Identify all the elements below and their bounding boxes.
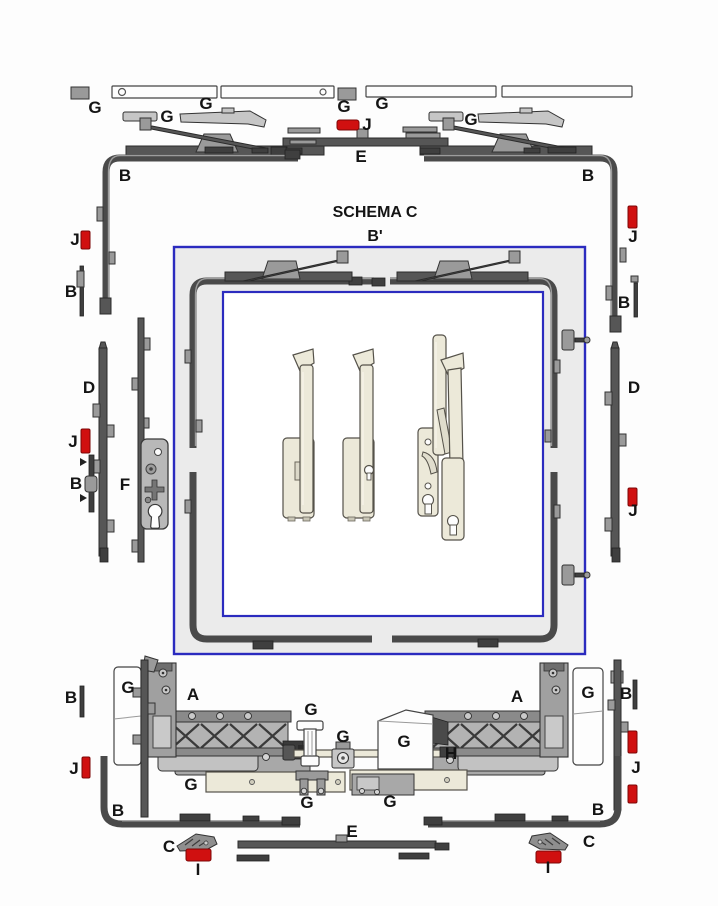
corner-bracket-left-C [176, 833, 218, 852]
part-label-h: H [444, 744, 458, 763]
top-small-parts-left [122, 107, 267, 128]
locking-pin-bottom [561, 564, 591, 586]
corner-piece-top-left [96, 146, 301, 315]
locking-pin-top [561, 329, 591, 351]
window-handle-middle [342, 348, 375, 522]
connecting-rod-group [282, 709, 457, 770]
red-part-j-top-center [336, 119, 360, 131]
part-label-j: J [628, 501, 638, 520]
red-part-i-right [535, 850, 562, 864]
part-label-b: B [617, 293, 631, 312]
sash-scissor-stay-left [224, 250, 353, 282]
part-label-g: G [160, 107, 174, 126]
part-label-g: G [336, 727, 350, 746]
part-label-j: J [362, 115, 372, 134]
corner-piece-bottom-right [423, 756, 622, 828]
hinge-assembly-right-A [404, 662, 569, 776]
part-label-g: G [337, 97, 351, 116]
guide-rail-left [205, 770, 346, 796]
corner-bracket-right-C [528, 832, 569, 851]
part-label-j: J [70, 230, 80, 249]
part-label-c: C [162, 837, 176, 856]
corner-piece-top-right [424, 146, 627, 333]
red-parts [80, 119, 638, 864]
part-label-j: J [628, 227, 638, 246]
red-part-j-right-upper [627, 205, 638, 229]
part-label-g: G [199, 94, 213, 113]
part-label-e: E [355, 147, 367, 166]
side-bar-bottom-left [79, 655, 159, 818]
part-label-g: G [88, 98, 102, 117]
espagnolette-bar-right-D [604, 341, 627, 563]
hinge-assembly-left-A [147, 662, 311, 776]
center-panel [172, 245, 587, 656]
window-handle-left [282, 348, 315, 522]
red-part-i-left [185, 848, 212, 862]
red-part-j-right-middle [627, 487, 638, 507]
part-label-f: F [119, 475, 131, 494]
sash-scissor-stay-right [396, 250, 529, 282]
part-label-b: B [581, 166, 595, 185]
part-label-a: A [186, 685, 200, 704]
keep-strip-left-upper [76, 265, 85, 317]
red-part-j-right-lower-1 [627, 730, 638, 754]
bottom-striker-bar [236, 834, 450, 862]
part-label-b: B [591, 800, 605, 819]
part-label-g: G [121, 678, 135, 697]
part-label-g: G [397, 732, 411, 751]
part-label-i: I [195, 860, 201, 879]
part-label-b: B [118, 166, 132, 185]
part-label-g: G [581, 683, 595, 702]
part-label-b: B [111, 801, 125, 820]
part-label-g: G [184, 775, 198, 794]
red-part-j-left-upper [80, 230, 91, 250]
top-telescopic-rod-right [337, 85, 633, 101]
part-label-j: J [68, 432, 78, 451]
gearbox-espagnolette-F [131, 317, 169, 563]
part-label-d: D [627, 378, 641, 397]
part-label-c: C [582, 832, 596, 851]
part-label-g: G [383, 792, 397, 811]
part-label-b: B [69, 474, 83, 493]
part-label-a: A [510, 687, 524, 706]
guide-rail-right [349, 769, 468, 796]
part-label-j: J [631, 758, 641, 777]
window-handle-right [417, 334, 465, 541]
side-bar-bottom-right [607, 659, 638, 811]
top-telescopic-rod-left [70, 85, 335, 100]
red-part-j-left-middle [80, 428, 91, 454]
part-label-g: G [304, 700, 318, 719]
part-label-d: D [82, 378, 96, 397]
part-label-b: B [64, 282, 78, 301]
part-label-g: G [464, 110, 478, 129]
schema-title: SCHEMA C [332, 204, 418, 221]
part-label-b: B [64, 688, 78, 707]
red-part-j-right-lower-2 [627, 784, 638, 804]
part-label-g: G [375, 94, 389, 113]
sash-frame [184, 276, 561, 650]
cover-cap-right-G [572, 667, 604, 766]
part-label-j: J [69, 759, 79, 778]
striker-part-left-B [80, 454, 98, 513]
red-part-j-left-lower [81, 756, 91, 779]
corner-piece-bottom-left [100, 756, 301, 828]
part-label-b: B [619, 684, 633, 703]
schema-subtitle: B' [367, 228, 383, 245]
espagnolette-bar-left-D [92, 341, 115, 563]
part-label-e: E [346, 822, 358, 841]
part-label-i: I [545, 858, 551, 877]
keep-strip-right-upper [630, 275, 639, 318]
part-label-g: G [300, 793, 314, 812]
